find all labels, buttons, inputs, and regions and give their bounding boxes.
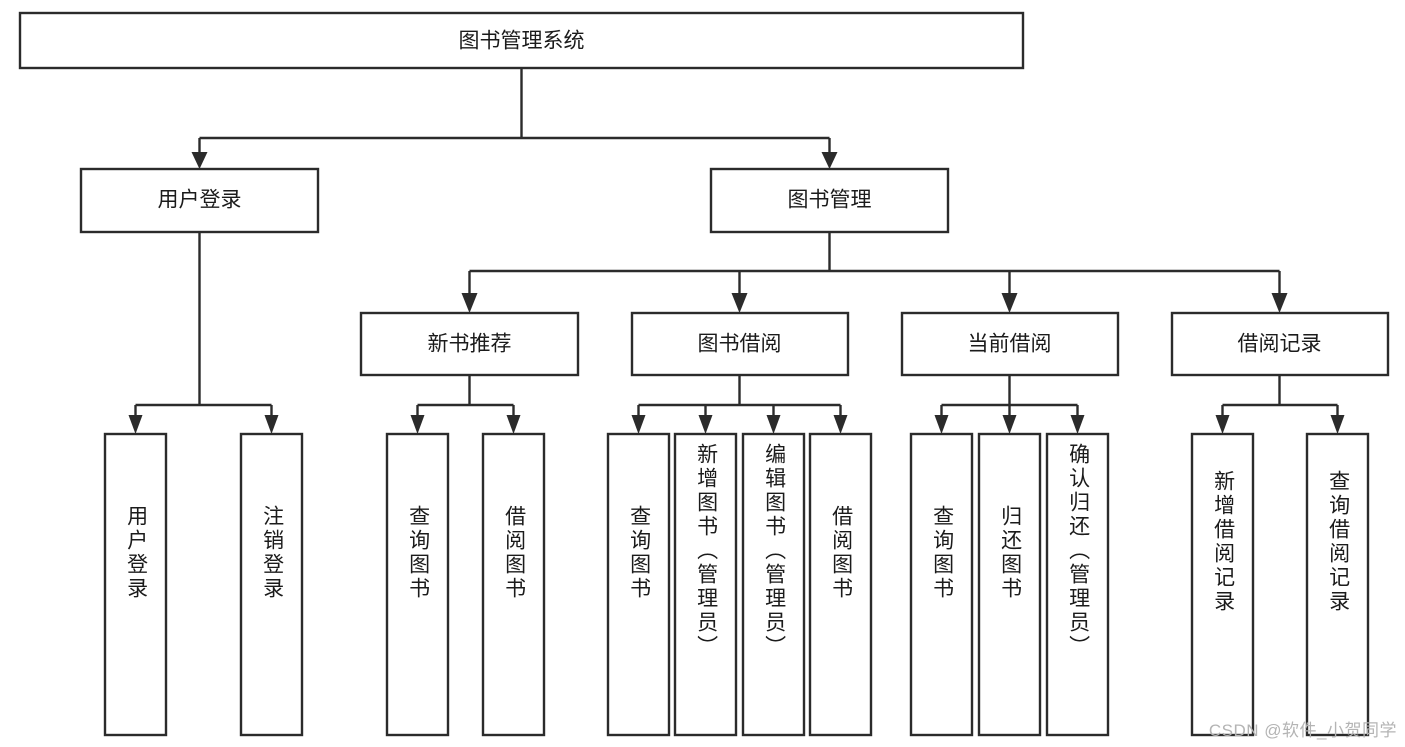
arrowhead-leaf-add-record [1215, 415, 1230, 434]
arrowhead-leaf-query-record [1330, 415, 1345, 434]
node-user-login[interactable]: 用户登录 [79, 167, 320, 234]
node-book-management-label: 图书管理 [788, 189, 872, 212]
node-current-borrow-label: 当前借阅 [968, 333, 1052, 356]
node-book-borrow-box [630, 311, 850, 377]
node-borrow-record[interactable]: 借阅记录 [1170, 311, 1390, 377]
arrowhead-leaf-return-book [1002, 415, 1017, 434]
watermark-text: CSDN @软件_小贺同学 [1208, 721, 1397, 740]
node-current-borrow[interactable]: 当前借阅 [900, 311, 1120, 377]
leaf-box-confirm-return[interactable] [1045, 432, 1110, 737]
node-user-login-box [79, 167, 320, 234]
connectors-borrowrecord-to-leaves [1215, 375, 1345, 434]
node-root-box [18, 11, 1025, 70]
arrowhead-leaf-borrow-book-1 [506, 415, 521, 434]
node-user-login-label: 用户登录 [158, 189, 242, 212]
arrowhead-currentborrow [1001, 293, 1018, 313]
leaf-box-add-book[interactable] [673, 432, 738, 737]
node-current-borrow-box [900, 311, 1120, 377]
connectors-newbook-to-leaves [410, 375, 521, 434]
leaf-box-borrow-book-1[interactable] [481, 432, 546, 737]
connectors-root-to-level2 [191, 68, 838, 169]
node-new-book-recommend-label: 新书推荐 [428, 333, 512, 356]
node-root-label: 图书管理系统 [459, 30, 585, 53]
leaf-box-return-book[interactable] [977, 432, 1042, 737]
node-borrow-record-box [1170, 311, 1390, 377]
connectors-bookmgmt-to-level3 [461, 232, 1288, 313]
node-borrow-record-label: 借阅记录 [1238, 333, 1322, 356]
leaf-box-query-record[interactable] [1305, 432, 1370, 737]
arrowhead-newbook [461, 293, 478, 313]
arrowhead-leaf-logout [264, 415, 279, 434]
arrowhead-leaf-query-book-1 [410, 415, 425, 434]
leaf-box-logout[interactable] [239, 432, 304, 737]
connectors-userlogin-to-leaves [128, 232, 279, 434]
node-book-borrow[interactable]: 图书借阅 [630, 311, 850, 377]
arrowhead-leaf-confirm-return [1070, 415, 1085, 434]
arrowhead-leaf-borrow-book-2 [833, 415, 848, 434]
node-book-management[interactable]: 图书管理 [709, 167, 950, 234]
leaf-box-query-book-1[interactable] [385, 432, 450, 737]
arrowhead-leaf-query-book-2 [631, 415, 646, 434]
arrowhead-book-mgmt [821, 152, 838, 169]
arrowhead-leaf-user-login [128, 415, 143, 434]
arrowhead-bookborrow [731, 293, 748, 313]
leaf-box-edit-book[interactable] [741, 432, 806, 737]
arrowhead-user-login [191, 152, 208, 169]
arrowhead-leaf-query-book-3 [934, 415, 949, 434]
node-book-borrow-label: 图书借阅 [698, 333, 782, 356]
node-new-book-recommend[interactable]: 新书推荐 [359, 311, 580, 377]
leaf-box-borrow-book-2[interactable] [808, 432, 873, 737]
arrowhead-borrowrecord [1271, 293, 1288, 313]
node-new-book-recommend-box [359, 311, 580, 377]
leaf-box-user-login[interactable] [103, 432, 168, 737]
leaf-box-add-record[interactable] [1190, 432, 1255, 737]
connectors-currentborrow-to-leaves [934, 375, 1085, 434]
node-root[interactable]: 图书管理系统 [18, 11, 1025, 70]
leaf-box-query-book-3[interactable] [909, 432, 974, 737]
node-book-management-box [709, 167, 950, 234]
connectors-bookborrow-to-leaves [631, 375, 848, 434]
leaf-box-query-book-2[interactable] [606, 432, 671, 737]
arrowhead-leaf-add-book [698, 415, 713, 434]
arrowhead-leaf-edit-book [766, 415, 781, 434]
